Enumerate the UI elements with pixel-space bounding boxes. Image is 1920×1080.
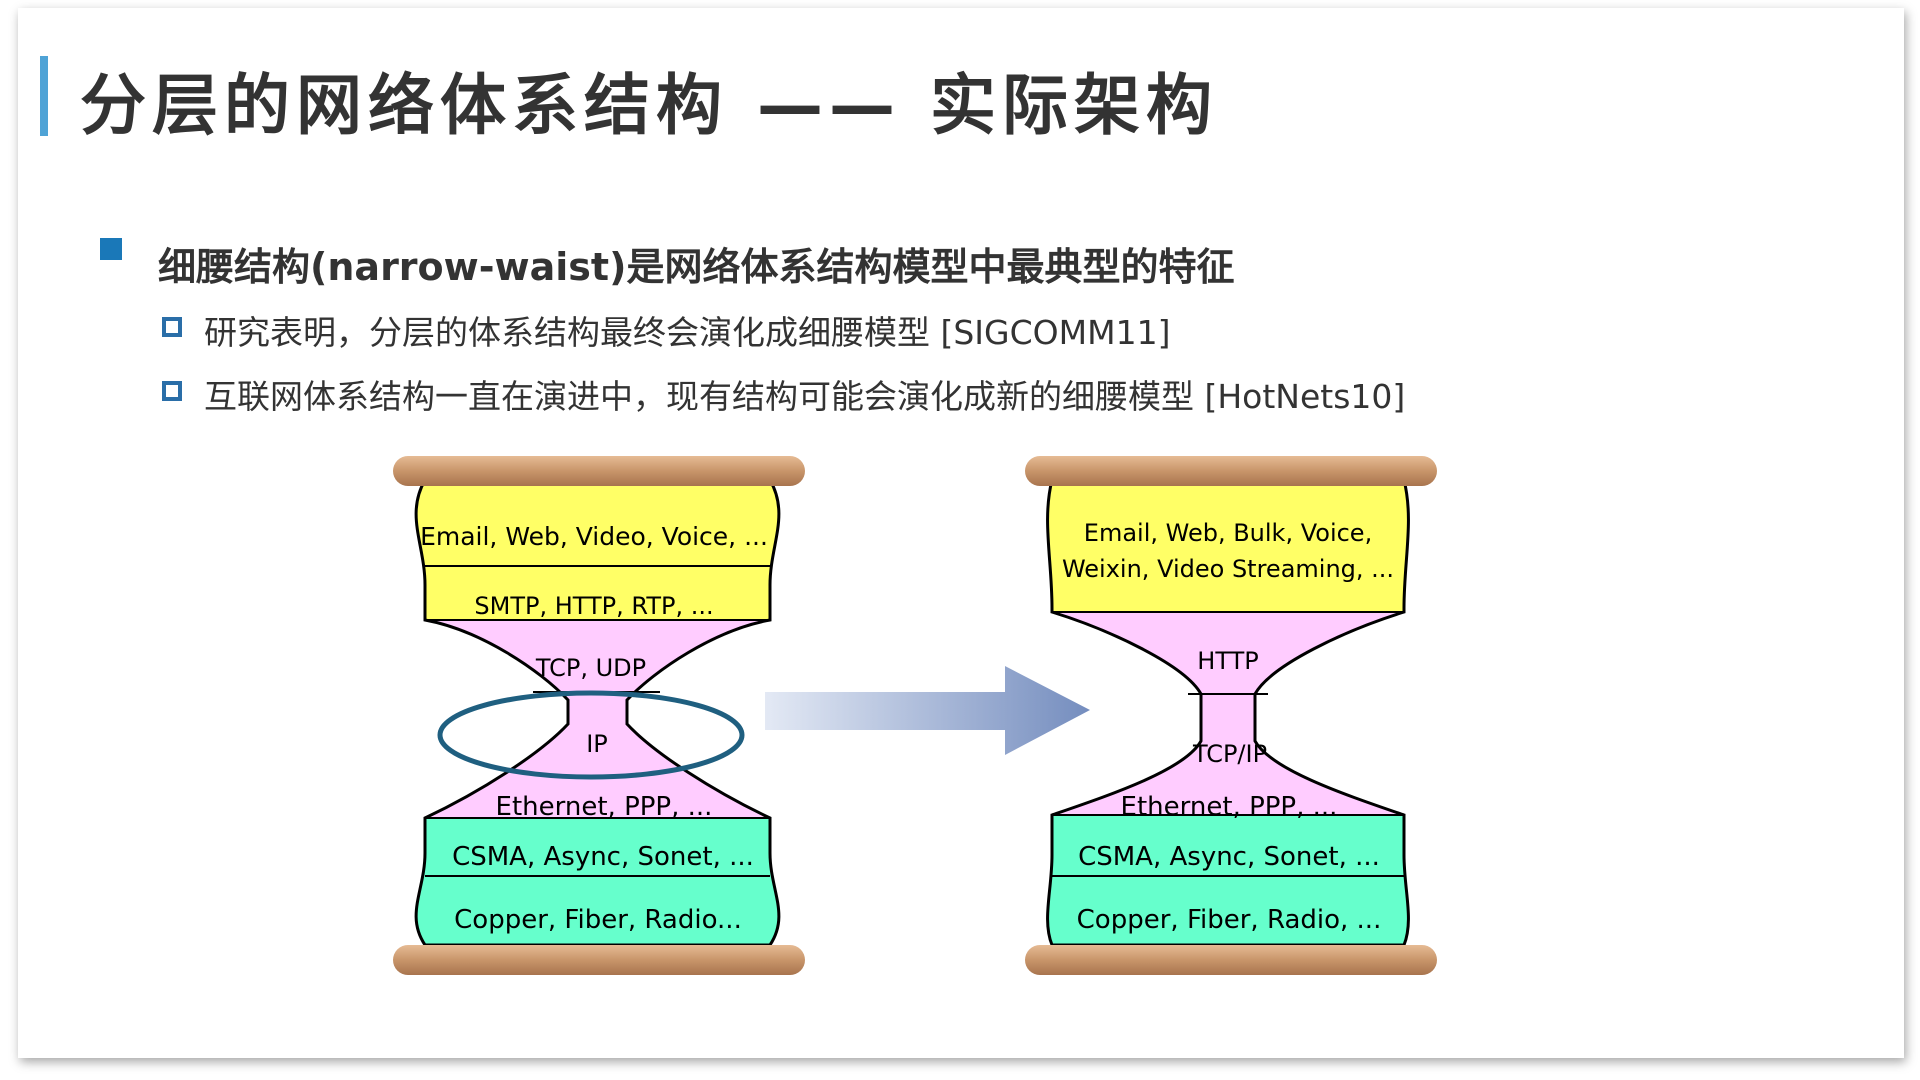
left-app-band — [416, 480, 779, 620]
right-layer-app-line2: Weixin, Video Streaming, ... — [1062, 555, 1394, 583]
arrow-right-icon — [765, 666, 1090, 755]
sub-bullet-square-icon — [162, 317, 182, 337]
slide-title: 分层的网络体系结构 —— 实际架构 — [80, 67, 1218, 144]
right-layer-mac: CSMA, Async, Sonet, ... — [1078, 842, 1380, 872]
right-layer-datalink: Ethernet, PPP, ... — [1121, 792, 1338, 822]
right-layer-physical: Copper, Fiber, Radio, ... — [1077, 905, 1382, 935]
sub-bullet-1-text: 研究表明，分层的体系结构最终会演化成细腰模型 [SIGCOMM11] — [204, 313, 1171, 352]
left-link-band — [416, 818, 779, 945]
left-layer-datalink: Ethernet, PPP, ... — [496, 792, 713, 822]
right-layer-app-line1: Email, Web, Bulk, Voice, — [1084, 519, 1372, 547]
bullet-square-icon — [100, 238, 122, 260]
left-hourglass: Email, Web, Video, Voice, ... SMTP, HTTP… — [393, 456, 805, 975]
main-bullet-text: 细腰结构(narrow-waist)是网络体系结构模型中最典型的特征 — [158, 245, 1235, 289]
slide: 分层的网络体系结构 —— 实际架构 细腰结构(narrow-waist)是网络体… — [18, 8, 1904, 1058]
right-bottom-wooden-bar — [1025, 945, 1437, 975]
left-bottom-wooden-bar — [393, 945, 805, 975]
ip-highlight-ellipse — [437, 690, 745, 780]
right-hourglass: Email, Web, Bulk, Voice, Weixin, Video S… — [1025, 456, 1437, 975]
right-top-wooden-bar — [1025, 456, 1437, 486]
right-link-band — [1047, 815, 1409, 945]
left-layer-ip: IP — [586, 730, 608, 758]
left-top-wooden-bar — [393, 456, 805, 486]
left-layer-app: Email, Web, Video, Voice, ... — [420, 522, 768, 551]
title-accent-bar — [40, 56, 48, 136]
left-layer-appproto: SMTP, HTTP, RTP, ... — [474, 592, 713, 620]
left-transport-band — [416, 620, 779, 818]
right-layer-http: HTTP — [1197, 647, 1258, 675]
sub-bullet-square-icon — [162, 381, 182, 401]
right-app-band — [1047, 480, 1409, 612]
left-layer-transport: TCP, UDP — [535, 654, 646, 682]
left-layer-physical: Copper, Fiber, Radio... — [454, 905, 742, 935]
sub-bullet-2-text: 互联网体系结构一直在演进中，现有结构可能会演化成新的细腰模型 [HotNets1… — [204, 377, 1406, 416]
left-layer-mac: CSMA, Async, Sonet, ... — [452, 842, 754, 872]
right-layer-tcpip: TCP/IP — [1192, 740, 1267, 768]
